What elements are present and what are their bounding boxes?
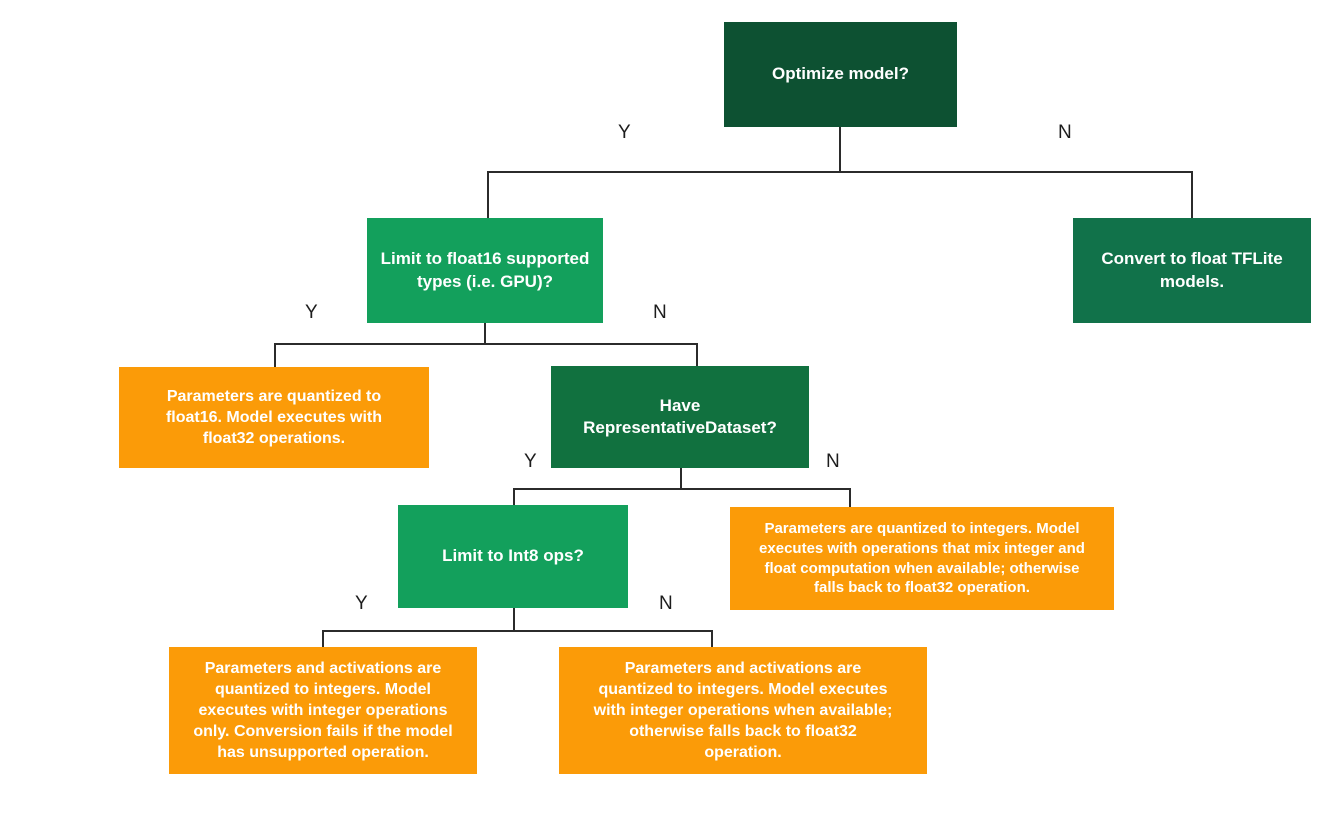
connector-opt-bus <box>487 171 1193 173</box>
node-limit-int8-ops[interactable]: Limit to Int8 ops? <box>398 505 628 608</box>
branch-label-f16-no: N <box>653 302 667 323</box>
connector-f16-drop-left <box>274 343 276 368</box>
node-label-integer-only-result: Parameters and activations are quantized… <box>193 659 453 762</box>
node-convert-float-tflite[interactable]: Convert to float TFLite models. <box>1073 218 1311 323</box>
connector-f16-drop-right <box>696 343 698 367</box>
node-label-limit-float16: Limit to float16 supported types (i.e. G… <box>380 249 590 291</box>
branch-label-int8-yes: Y <box>355 593 368 614</box>
connector-rep-drop-left <box>513 488 515 506</box>
connector-int8-drop-left <box>322 630 324 648</box>
branch-label-opt-yes: Y <box>618 122 631 143</box>
connector-opt-drop-right <box>1191 171 1193 219</box>
connector-opt-drop-left <box>487 171 489 219</box>
branch-label-f16-yes: Y <box>305 302 318 323</box>
node-integer-fallback-result[interactable]: Parameters and activations are quantized… <box>559 647 927 774</box>
connector-f16-bus <box>274 343 698 345</box>
node-label-mixed-integer-float-result: Parameters are quantized to integers. Mo… <box>759 519 1085 597</box>
node-integer-only-result[interactable]: Parameters and activations are quantized… <box>169 647 477 774</box>
connector-int8-stem <box>513 608 515 631</box>
node-label-have-representative-dataset: Have RepresentativeDataset? <box>583 395 777 437</box>
connector-rep-bus <box>513 488 851 490</box>
node-label-integer-fallback-result: Parameters and activations are quantized… <box>593 659 893 762</box>
node-label-convert-float-tflite: Convert to float TFLite models. <box>1101 249 1283 291</box>
branch-label-int8-no: N <box>659 593 673 614</box>
branch-label-opt-no: N <box>1058 122 1072 143</box>
connector-f16-stem <box>484 323 486 344</box>
branch-label-rep-yes: Y <box>524 451 537 472</box>
node-have-representative-dataset[interactable]: Have RepresentativeDataset? <box>551 366 809 468</box>
node-mixed-integer-float-result[interactable]: Parameters are quantized to integers. Mo… <box>730 507 1114 610</box>
node-optimize-model[interactable]: Optimize model? <box>724 22 957 127</box>
connector-int8-drop-right <box>711 630 713 648</box>
node-label-float16-result: Parameters are quantized to float16. Mod… <box>165 387 383 448</box>
node-float16-result[interactable]: Parameters are quantized to float16. Mod… <box>119 367 429 468</box>
connector-rep-drop-right <box>849 488 851 508</box>
node-label-limit-int8-ops: Limit to Int8 ops? <box>442 546 584 566</box>
node-label-optimize-model: Optimize model? <box>772 64 909 84</box>
node-limit-float16[interactable]: Limit to float16 supported types (i.e. G… <box>367 218 603 323</box>
connector-opt-stem <box>839 127 841 172</box>
branch-label-rep-no: N <box>826 451 840 472</box>
connector-int8-bus <box>322 630 713 632</box>
connector-rep-stem <box>680 468 682 489</box>
